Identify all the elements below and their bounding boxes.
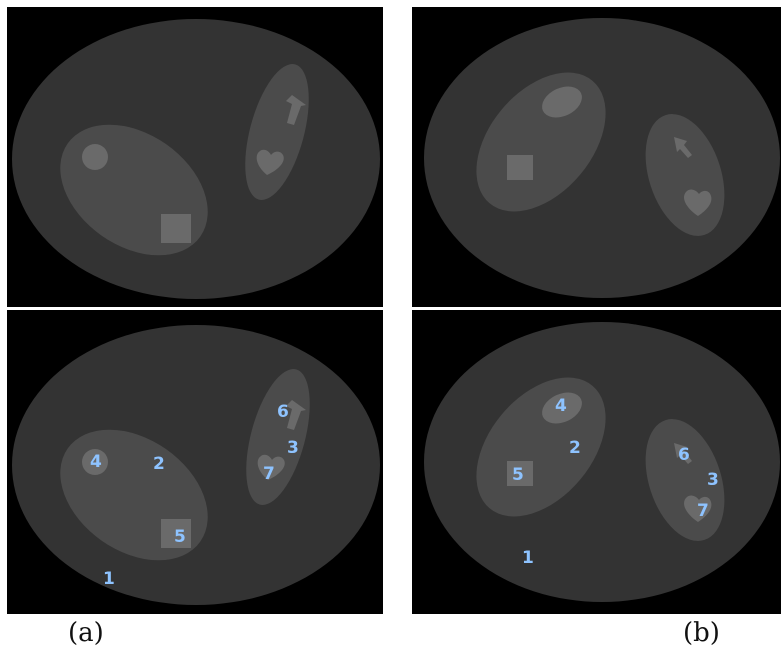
body-outline [424, 18, 780, 298]
label-3: 3 [287, 438, 299, 458]
panel-a-top [7, 7, 383, 307]
label-7: 7 [697, 501, 709, 521]
arrow-lesion [674, 137, 692, 158]
caption-b: (b) [683, 618, 720, 648]
arrow-lesion [674, 443, 692, 464]
square-lesion [161, 214, 191, 243]
arrow-lesion [286, 400, 306, 430]
label-5: 5 [174, 527, 186, 547]
oval-lesion [542, 392, 582, 424]
label-6: 6 [678, 445, 690, 465]
heart-lesion [257, 454, 285, 480]
square-lesion [507, 155, 533, 180]
panel-b-bottom: 1 2 3 4 5 6 7 [412, 310, 781, 614]
heart-lesion [684, 495, 712, 522]
circle-lesion [82, 144, 108, 170]
square-lesion [507, 461, 533, 486]
label-6: 6 [277, 402, 289, 422]
circle-lesion [82, 449, 108, 475]
heart-lesion [256, 149, 284, 175]
heart-lesion [684, 189, 712, 216]
label-2: 2 [569, 438, 581, 458]
panel-b-top [412, 7, 781, 307]
arrow-lesion [286, 95, 306, 125]
panel-a-bottom: 1 2 3 4 5 6 7 [7, 310, 383, 614]
label-3: 3 [707, 470, 719, 490]
label-2: 2 [153, 454, 165, 474]
label-7: 7 [263, 464, 275, 484]
label-1: 1 [522, 548, 534, 568]
label-4: 4 [555, 396, 567, 416]
oval-lesion [542, 86, 582, 118]
label-1: 1 [103, 569, 115, 589]
body-outline [424, 322, 780, 602]
label-5: 5 [512, 465, 524, 485]
caption-a: (a) [68, 618, 104, 648]
square-lesion [161, 519, 191, 548]
label-4: 4 [90, 452, 102, 472]
